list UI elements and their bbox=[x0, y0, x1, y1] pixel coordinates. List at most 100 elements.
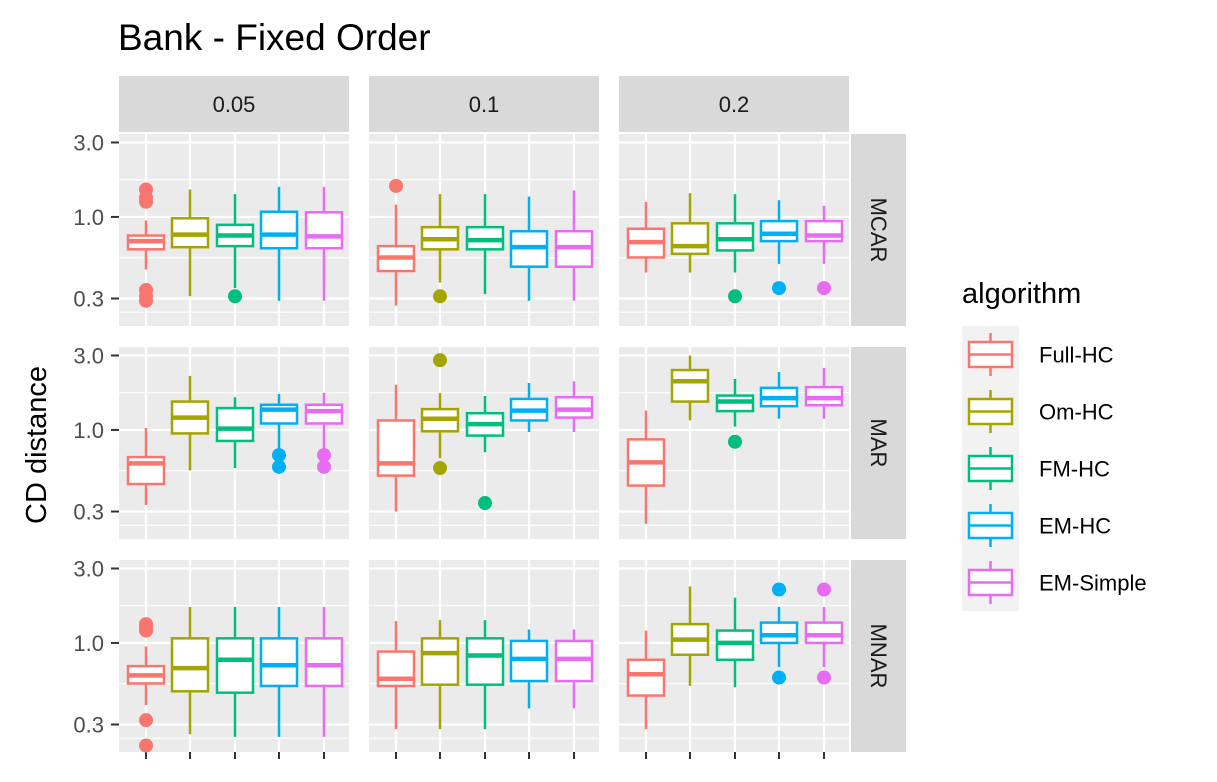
box-Om-HC bbox=[670, 355, 710, 421]
y-tick-label: 0.3 bbox=[73, 287, 104, 312]
box-Full-HC bbox=[376, 178, 416, 306]
iqr-box bbox=[670, 368, 710, 403]
outlier-point bbox=[139, 617, 153, 632]
box-Full-HC bbox=[626, 201, 666, 273]
iqr-box bbox=[170, 637, 210, 693]
outlier-point bbox=[317, 459, 331, 474]
outlier-point bbox=[772, 670, 786, 685]
outlier-point bbox=[433, 461, 447, 476]
outlier-point bbox=[272, 448, 286, 463]
legend-title: algorithm bbox=[962, 278, 1081, 310]
box-EM-Simple bbox=[554, 381, 594, 432]
box-Om-HC bbox=[170, 189, 210, 297]
iqr-box bbox=[259, 637, 299, 688]
box-Om-HC bbox=[670, 586, 710, 686]
y-tick-label: 1.0 bbox=[73, 631, 104, 656]
legend-label: FM-HC bbox=[1039, 457, 1110, 482]
box-Full-HC bbox=[126, 617, 166, 753]
legend-label: Full-HC bbox=[1039, 343, 1114, 368]
panel-MAR-0.1 bbox=[376, 353, 594, 512]
col-strip-label: 0.2 bbox=[719, 92, 750, 117]
legend-item-Full-HC: Full-HC bbox=[962, 326, 1114, 383]
iqr-box bbox=[215, 406, 255, 443]
col-strip-1 bbox=[369, 76, 599, 132]
box-Om-HC bbox=[170, 606, 210, 735]
iqr-box bbox=[304, 403, 344, 425]
box-EM-HC bbox=[259, 186, 299, 301]
iqr-box bbox=[759, 219, 799, 243]
row-strip-label: MNAR bbox=[866, 624, 891, 689]
iqr-box bbox=[376, 419, 416, 477]
panel-MNAR-0.2 bbox=[626, 582, 844, 730]
outlier-point bbox=[139, 738, 153, 753]
legend-item-EM-Simple: EM-Simple bbox=[962, 554, 1147, 611]
box-Om-HC bbox=[170, 375, 210, 471]
y-tick-label: 3.0 bbox=[73, 130, 104, 155]
outlier-point bbox=[728, 289, 742, 304]
chart-title: Bank - Fixed Order bbox=[118, 17, 431, 58]
legend-item-Om-HC: Om-HC bbox=[962, 383, 1114, 440]
outlier-point bbox=[228, 289, 242, 304]
legend-item-FM-HC: FM-HC bbox=[962, 440, 1110, 497]
box-FM-HC bbox=[215, 397, 255, 469]
panel-MAR-0.2 bbox=[626, 355, 844, 524]
outlier-point bbox=[272, 459, 286, 474]
box-Om-HC bbox=[420, 620, 460, 730]
iqr-box bbox=[259, 210, 299, 250]
box-Full-HC bbox=[626, 410, 666, 524]
panel-MNAR-0.1 bbox=[376, 620, 594, 730]
box-EM-HC bbox=[509, 196, 549, 301]
box-Om-HC bbox=[420, 194, 460, 304]
box-EM-HC bbox=[509, 629, 549, 709]
box-Om-HC bbox=[420, 353, 460, 476]
row-strip-label: MCAR bbox=[866, 198, 891, 263]
iqr-box bbox=[126, 455, 166, 486]
box-EM-Simple bbox=[804, 367, 844, 419]
box-EM-HC bbox=[259, 606, 299, 737]
legend-keys: Full-HC Om-HC FM-HC EM-HC EM-Simple bbox=[962, 326, 1147, 611]
legend-label: EM-Simple bbox=[1039, 571, 1147, 596]
outlier-point bbox=[433, 289, 447, 304]
col-strip-label: 0.05 bbox=[213, 92, 256, 117]
box-FM-HC bbox=[215, 606, 255, 737]
box-FM-HC bbox=[715, 194, 755, 304]
outlier-point bbox=[139, 283, 153, 298]
col-strip-2 bbox=[619, 76, 849, 132]
outlier-point bbox=[817, 670, 831, 685]
iqr-box bbox=[465, 637, 505, 686]
box-EM-Simple bbox=[304, 186, 344, 301]
box-FM-HC bbox=[715, 379, 755, 449]
box-EM-HC bbox=[509, 382, 549, 432]
box-Om-HC bbox=[670, 193, 710, 273]
box-FM-HC bbox=[715, 597, 755, 688]
box-EM-Simple bbox=[804, 582, 844, 685]
panel-MNAR-0.05 bbox=[126, 606, 344, 753]
y-tick-label: 1.0 bbox=[73, 205, 104, 230]
box-EM-HC bbox=[759, 200, 799, 296]
legend-label: EM-HC bbox=[1039, 514, 1111, 539]
box-Full-HC bbox=[126, 427, 166, 506]
iqr-box bbox=[759, 621, 799, 645]
box-EM-HC bbox=[759, 372, 799, 419]
row-strip-0 bbox=[851, 134, 906, 326]
box-FM-HC bbox=[465, 620, 505, 730]
box-Full-HC bbox=[126, 182, 166, 308]
y-tick-label: 3.0 bbox=[73, 343, 104, 368]
outlier-point bbox=[478, 496, 492, 511]
panel-MAR-0.05 bbox=[126, 375, 344, 506]
box-Full-HC bbox=[626, 630, 666, 730]
outlier-point bbox=[772, 281, 786, 296]
outlier-point bbox=[817, 582, 831, 597]
iqr-box bbox=[626, 658, 666, 697]
box-EM-HC bbox=[259, 393, 299, 474]
box-FM-HC bbox=[465, 395, 505, 511]
outlier-point bbox=[389, 178, 403, 193]
iqr-box bbox=[804, 219, 844, 243]
box-Full-HC bbox=[376, 384, 416, 512]
legend-item-EM-HC: EM-HC bbox=[962, 497, 1111, 554]
outlier-point bbox=[139, 713, 153, 728]
panel-MCAR-0.2 bbox=[626, 193, 844, 304]
outlier-point bbox=[772, 582, 786, 597]
